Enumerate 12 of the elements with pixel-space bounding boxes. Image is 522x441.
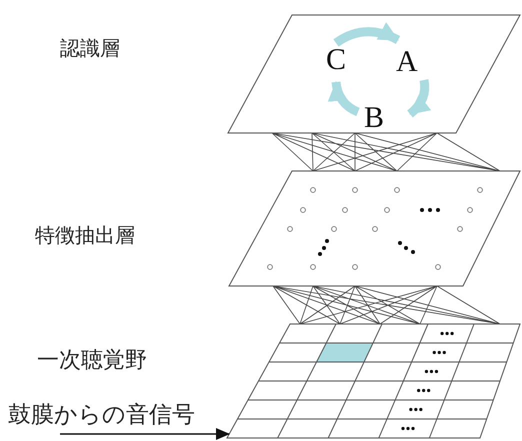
letter-label: A	[396, 46, 418, 78]
layer-label: 特徴抽出層	[35, 224, 135, 249]
letter-label: C	[326, 44, 346, 76]
layer-label: 一次聴覚野	[37, 346, 147, 374]
cycle-arrow	[328, 81, 360, 116]
letter-label: B	[364, 102, 384, 134]
layer-label: 認識層	[60, 37, 120, 62]
connection-lines	[272, 286, 500, 324]
signal-label: 鼓膜からの音信号	[8, 401, 195, 429]
arrow	[60, 428, 230, 440]
cycle-arrow	[334, 22, 400, 47]
connection-lines	[272, 132, 500, 172]
